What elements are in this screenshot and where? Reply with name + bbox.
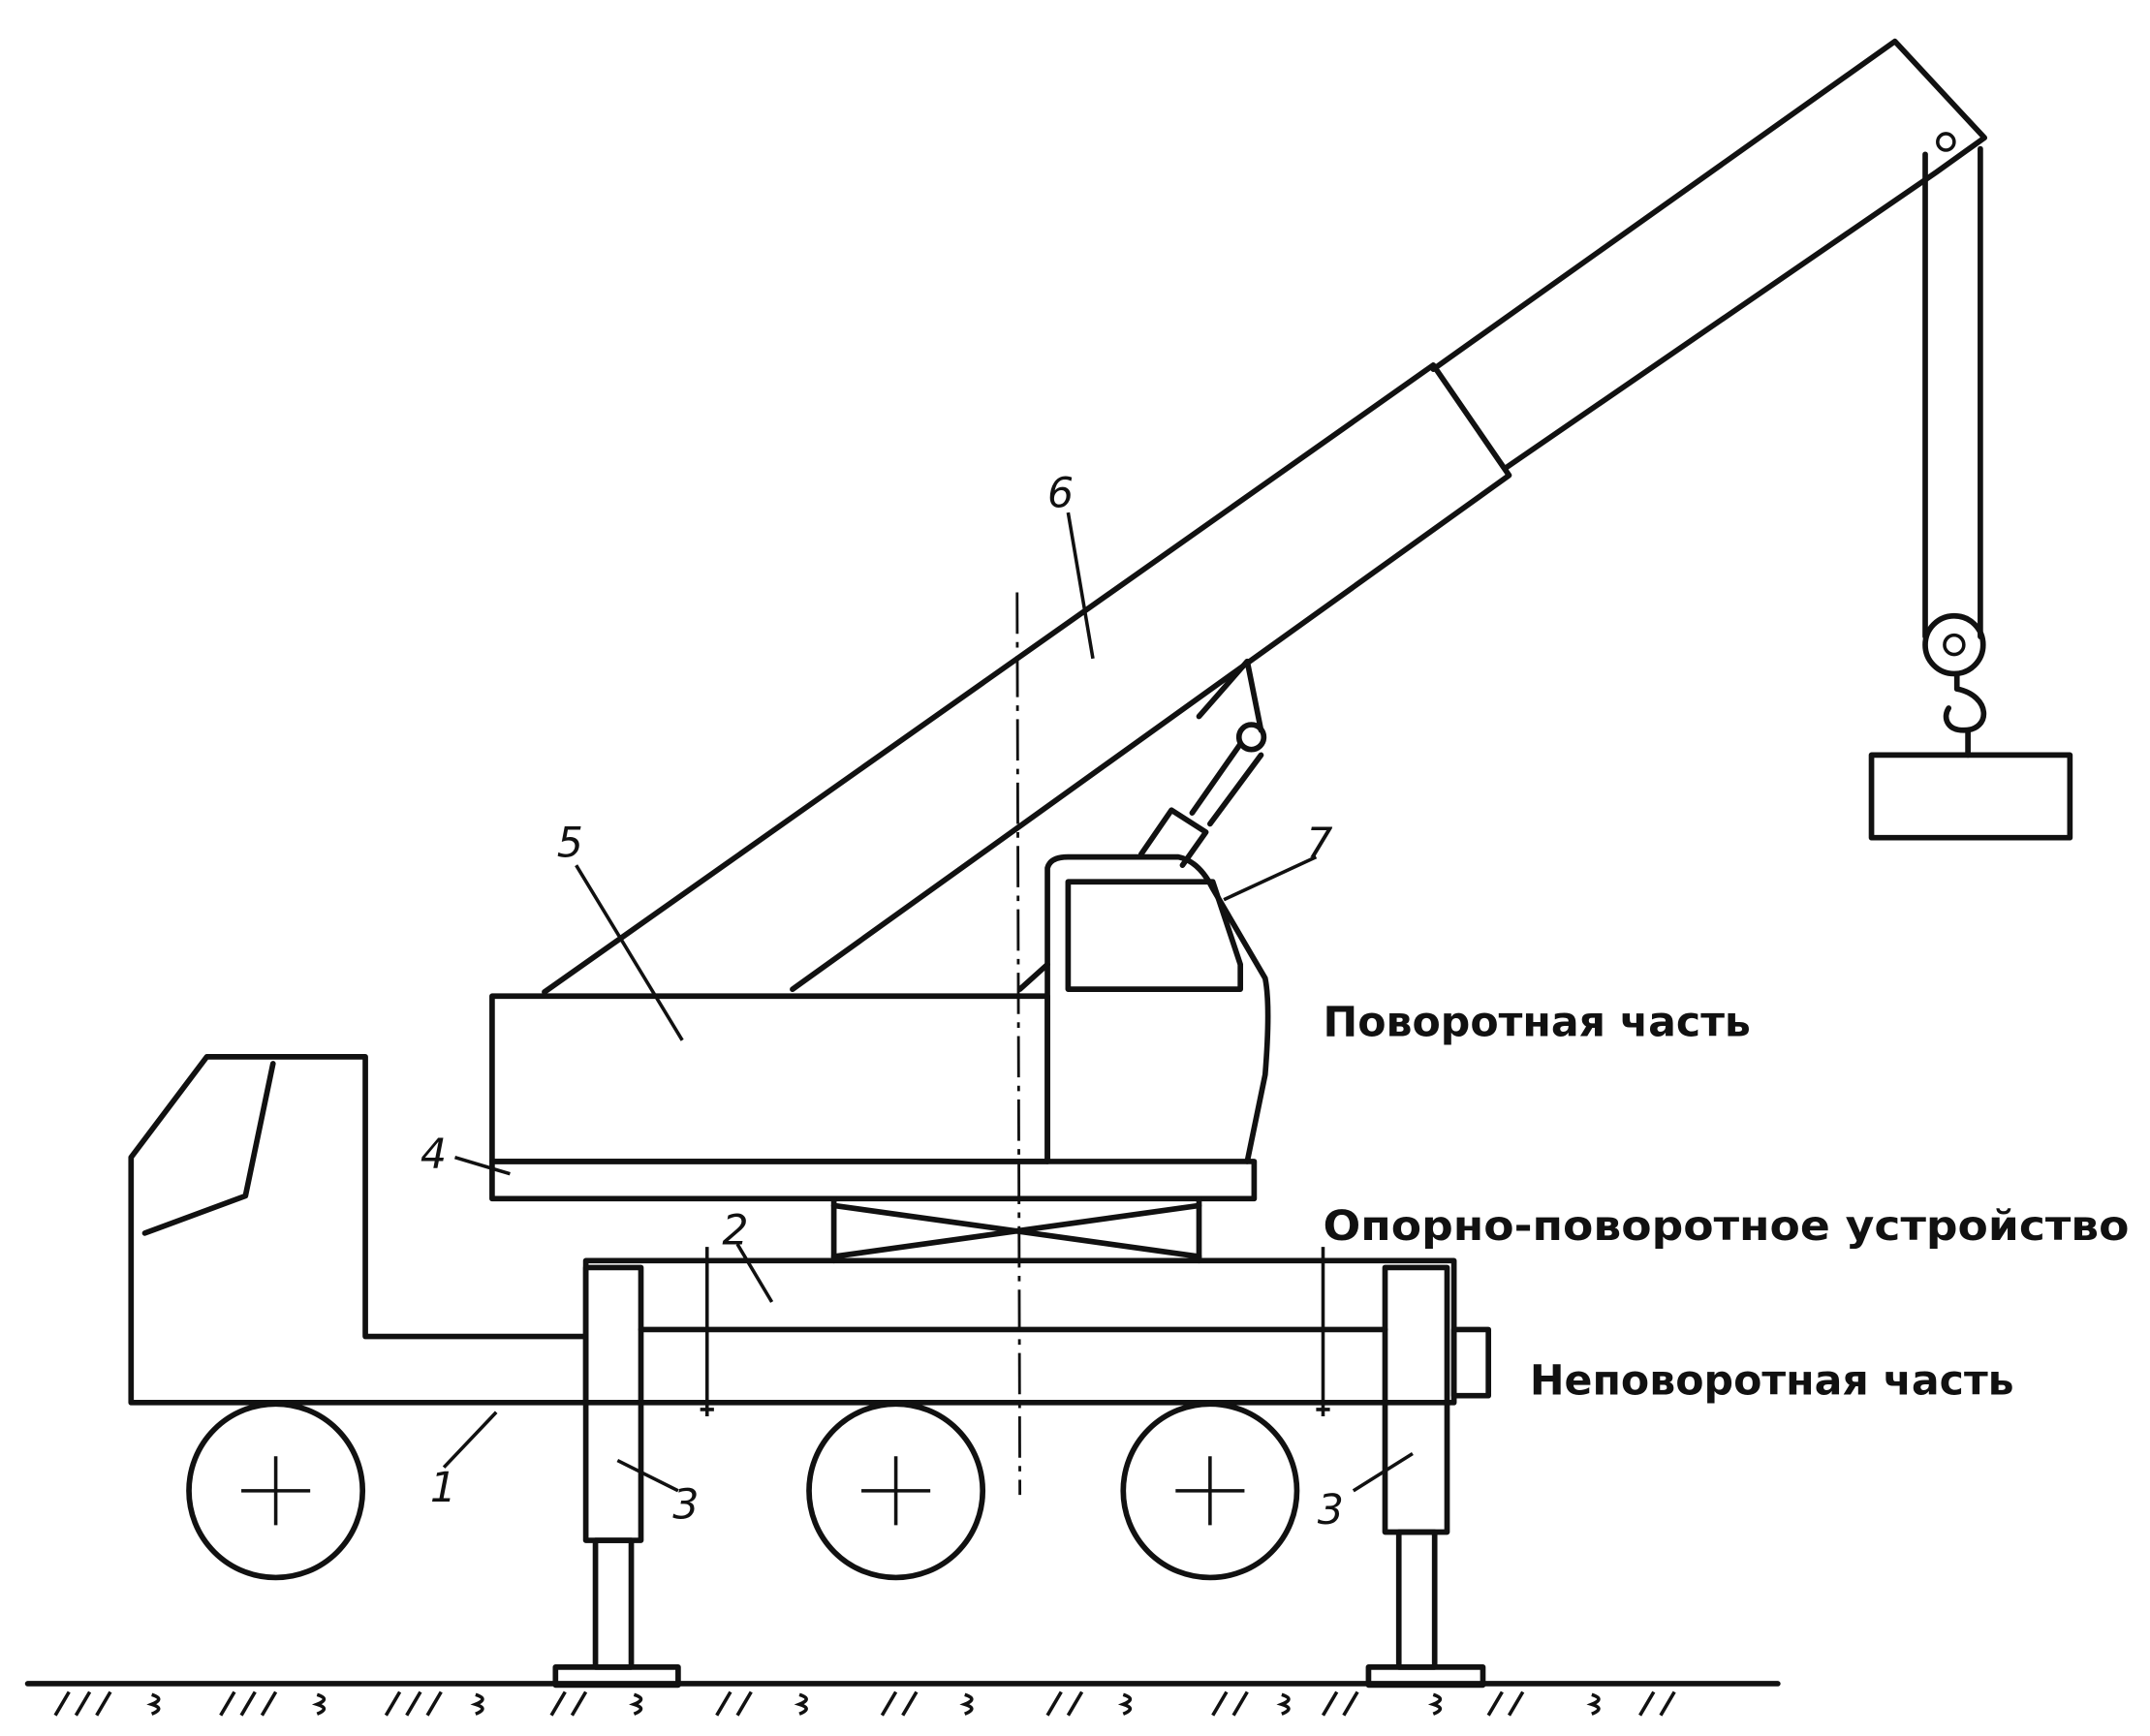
slewing-bearing [830,1195,1202,1264]
callout-7: 7 [1306,820,1332,868]
outrigger-right [1365,1264,1486,1689]
callout-6: 6 [1047,469,1074,517]
truck-cab [128,1054,589,1406]
boom [542,38,1988,995]
label-non-rotating-part: Неповоротная часть [1530,1356,2014,1405]
callout-3-right: 3 [1318,1486,1344,1534]
callout-2: 2 [722,1206,748,1255]
leader-lines [442,512,1414,1493]
luffing-cylinder [1137,658,1267,868]
outrigger-left [552,1264,681,1689]
hoist-cable [1922,145,1986,677]
operator-cab-window [1065,879,1244,992]
operator-cab [1044,853,1271,1164]
callout-5: 5 [557,820,583,868]
ground [24,1681,1781,1717]
rotation-axis [1015,592,1022,1496]
label-rotating-part: Поворотная часть [1324,999,1751,1047]
rotating-platform-body [489,993,1050,1164]
callout-1: 1 [430,1464,456,1512]
label-slewing-bearing: Опорно-поворотное устройство [1324,1202,2130,1251]
turntable-frame [489,1159,1258,1202]
hook [1943,672,1987,733]
wheels [186,1401,1300,1581]
chassis-frame [582,1247,1492,1417]
callout-3-left: 3 [672,1480,699,1529]
load [1868,752,2073,841]
callout-4: 4 [421,1131,447,1179]
